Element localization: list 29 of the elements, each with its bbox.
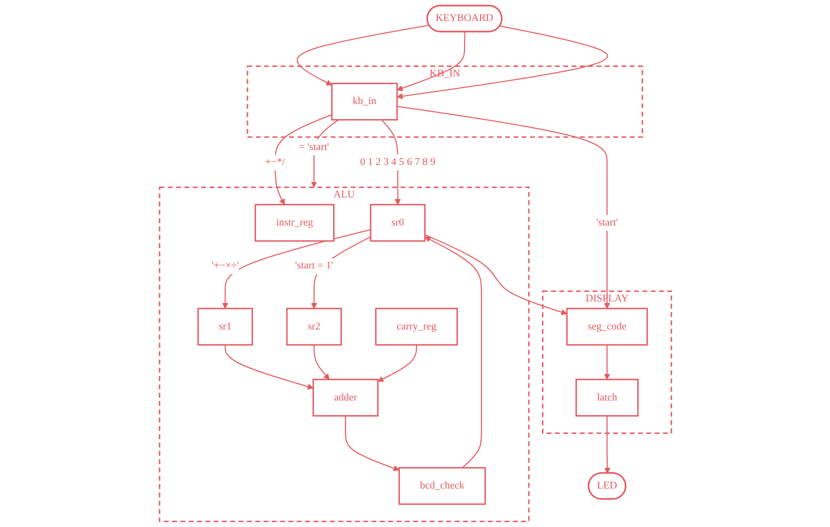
arrow (313, 344, 330, 380)
arrow (296, 24, 429, 86)
edge-label: '+−×÷' (211, 260, 238, 272)
edge-label: +−*/ (264, 156, 285, 168)
node-box: carry_reg (374, 308, 458, 346)
node-box: sr0 (369, 204, 426, 242)
arrow (604, 344, 610, 380)
arrow (396, 106, 610, 309)
edge-label: = 'start' (298, 141, 329, 153)
arrow (274, 114, 332, 205)
edge-label: 'start' (596, 217, 618, 228)
node-box: kb_in (330, 82, 398, 120)
node-box: bcd_check (398, 467, 486, 505)
arrow (424, 236, 482, 468)
edge-label: 'start = 1' (294, 260, 333, 272)
node-box: adder (312, 378, 378, 417)
node-box: instr_reg (254, 204, 334, 242)
arrow (424, 234, 567, 316)
arrow (396, 25, 608, 100)
arrow (396, 32, 465, 92)
arrow (344, 416, 399, 472)
node-box: sr2 (286, 308, 342, 346)
node-box: latch (575, 378, 638, 417)
node-box: seg_code (566, 308, 648, 346)
arrow (377, 344, 417, 382)
arrow (604, 416, 610, 474)
node-box: sr1 (196, 308, 253, 346)
edge-label: 0 1 2 3 4 5 6 7 8 9 (360, 156, 435, 168)
arrow (224, 344, 314, 390)
